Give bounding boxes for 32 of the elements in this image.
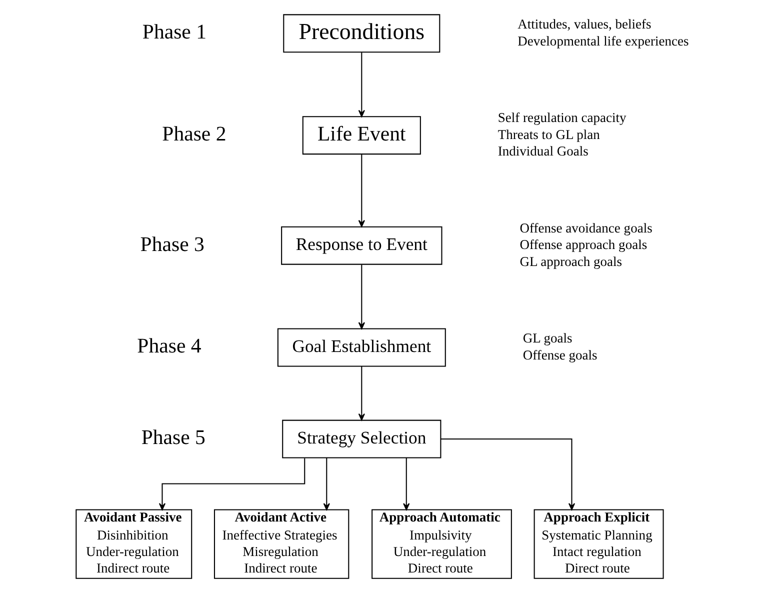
node-label: Offense approach goals — [519, 237, 647, 252]
node-box: Approach Explicit Systematic Planning Intact regulation Direct route — [533, 509, 664, 579]
node-label: Self regulation capacity — [497, 110, 626, 126]
node-label: Developmental life experiences — [517, 33, 688, 48]
node-label: Threats to GL plan — [497, 126, 600, 142]
arrow — [402, 458, 410, 510]
node-label: Attitudes, values, beliefs — [517, 16, 651, 32]
node-label: Offense avoidance goals — [519, 220, 652, 236]
arrow — [358, 154, 364, 228]
node-box: Response to Event — [280, 226, 442, 265]
node-box: Avoidant Active Ineffective Strategies Misregulation Indirect route — [213, 509, 349, 579]
node-box: Preconditions — [282, 14, 440, 53]
node-label: Phase 3 — [140, 232, 204, 256]
arrow — [440, 438, 575, 510]
arrow — [158, 458, 305, 510]
arrow — [358, 366, 364, 421]
node-label: GL approach goals — [519, 254, 622, 269]
arrow — [322, 458, 330, 510]
arrow — [358, 52, 364, 118]
node-label: GL goals — [522, 330, 572, 346]
node-label: Offense goals — [522, 347, 597, 362]
node-label: Phase 5 — [140, 426, 205, 450]
node-label: Phase 4 — [136, 334, 201, 358]
node-box: Avoidant Passive Disinhibition Under-regulation Indirect route — [75, 509, 192, 579]
node-label: Phase 2 — [162, 122, 226, 146]
node-box: Approach Automatic Impulsivity Under-regulation Direct route — [371, 509, 512, 579]
node-box: Life Event — [302, 116, 420, 155]
node-box: Strategy Selection — [282, 420, 441, 458]
node-label: Phase 1 — [142, 20, 206, 44]
arrow — [358, 264, 364, 330]
node-box: Goal Establishment — [276, 328, 446, 367]
node-label: Individual Goals — [497, 144, 588, 159]
